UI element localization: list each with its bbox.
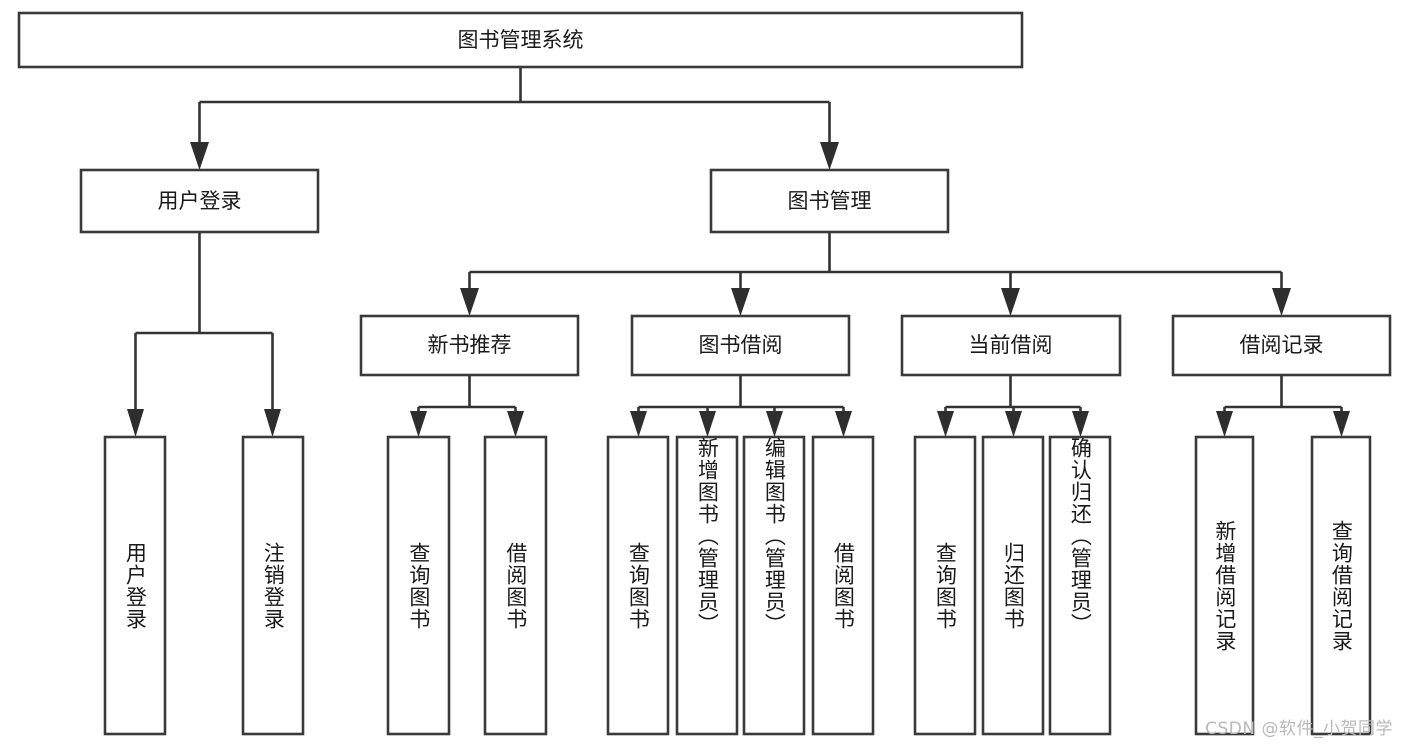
node-root-box[interactable] [17,11,1024,69]
leaf-box-add-book-admin[interactable] [675,435,739,736]
node-book-management-label: 图书管理 [788,189,872,213]
edge-group-book-mgmt-to-level2 [460,232,1291,316]
leaf-box-query-book-borrow[interactable] [606,435,670,736]
arrow-head-cb-leaf-2 [1005,411,1022,437]
edge-group-borrow-record-to-leaves [1216,375,1350,437]
leaf-box-logout[interactable] [241,435,305,736]
node-book-management-box[interactable] [709,168,950,234]
leaf-box-query-borrow-record[interactable] [1310,435,1372,736]
edge-group-current-borrow-to-leaves [937,375,1089,437]
node-current-borrow-label: 当前借阅 [969,333,1053,357]
leaf-box-query-book-rec[interactable] [386,435,451,736]
leaf-box-borrow-book[interactable] [811,435,875,736]
leaf-node-group [103,435,1372,736]
arrow-head-leaf-user-login [127,409,144,437]
watermark-text: CSDN @软件_小贺同学 [1205,719,1393,739]
arrow-head-bb-leaf-4 [835,411,852,437]
node-book-borrow-box[interactable] [630,314,851,377]
node-borrow-record[interactable]: 借阅记录 [1171,314,1392,377]
node-current-borrow[interactable]: 当前借阅 [900,314,1122,377]
leaf-box-add-borrow-record[interactable] [1194,435,1255,736]
edge-group-book-borrow-to-leaves [630,375,852,437]
node-user-login[interactable]: 用户登录 [79,168,320,234]
node-new-book-recommendation-box[interactable] [359,314,580,377]
arrow-head-borrow-record [1272,288,1291,316]
arrow-head-leaf-logout [264,409,281,437]
node-book-borrow-label: 图书借阅 [699,333,783,357]
node-root-label: 图书管理系统 [458,28,584,52]
leaf-box-confirm-return-admin[interactable] [1048,435,1112,736]
arrow-head-book-borrow [731,288,750,316]
arrow-head-current-borrow [1001,288,1020,316]
arrow-head-cb-leaf-3 [1072,411,1089,437]
arrow-head-br-leaf-2 [1333,411,1350,437]
node-new-book-recommendation[interactable]: 新书推荐 [359,314,580,377]
edge-group-user-login-to-leaves [127,232,281,437]
node-borrow-record-box[interactable] [1171,314,1392,377]
arrow-head-bb-leaf-1 [630,411,647,437]
leaf-box-borrow-book-rec[interactable] [483,435,548,736]
node-user-login-label: 用户登录 [158,189,242,213]
arrow-head-nbr-leaf-1 [410,411,427,437]
node-new-book-recommendation-label: 新书推荐 [428,333,512,357]
node-book-management[interactable]: 图书管理 [709,168,950,234]
arrow-head-cb-leaf-1 [937,411,954,437]
node-borrow-record-label: 借阅记录 [1240,333,1324,357]
edge-group-root-to-level1 [190,67,839,170]
arrow-head-bb-leaf-3 [766,411,783,437]
node-root[interactable]: 图书管理系统 [17,11,1024,69]
node-book-borrow[interactable]: 图书借阅 [630,314,851,377]
arrow-head-bb-leaf-2 [699,411,716,437]
node-current-borrow-box[interactable] [900,314,1122,377]
arrow-head-user-login [190,142,209,170]
arrow-head-nbr-leaf-2 [507,411,524,437]
edge-group-new-book-rec-to-leaves [410,375,524,437]
leaf-box-query-book-current[interactable] [913,435,977,736]
leaf-box-user-login[interactable] [103,435,167,736]
leaf-box-edit-book-admin[interactable] [742,435,806,736]
arrow-head-book-mgmt [820,142,839,170]
leaf-box-return-book[interactable] [981,435,1045,736]
node-user-login-box[interactable] [79,168,320,234]
arrow-head-new-book-rec [460,288,479,316]
arrow-head-br-leaf-1 [1216,411,1233,437]
